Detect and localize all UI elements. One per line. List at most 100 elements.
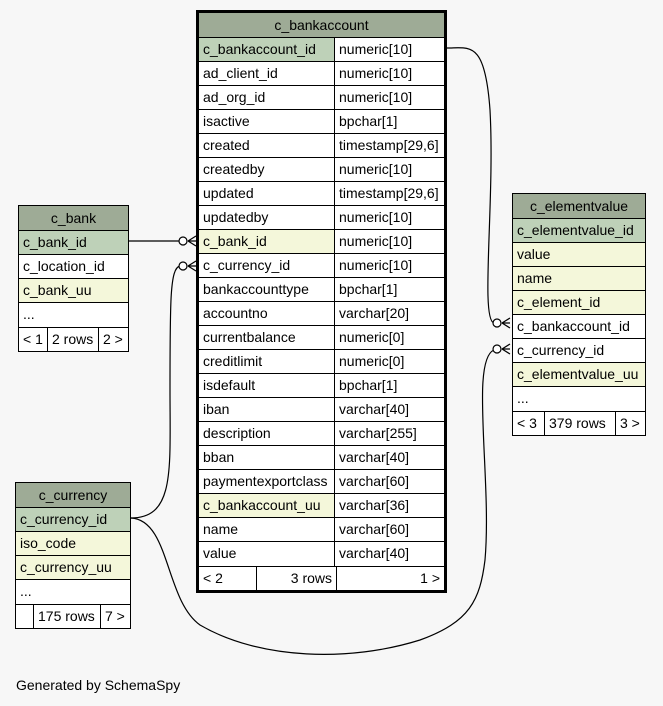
connector-currency-elementvalue bbox=[130, 349, 495, 655]
column-name: c_currency_uu bbox=[16, 556, 130, 579]
column-name: name bbox=[199, 518, 335, 541]
column-name: c_currency_id bbox=[199, 254, 335, 277]
column-name: creditlimit bbox=[199, 350, 335, 373]
column-type: bpchar[1] bbox=[339, 377, 398, 393]
column-type: bpchar[1] bbox=[339, 281, 398, 297]
table-row: iso_code bbox=[16, 532, 130, 556]
column-type: timestamp[29,6] bbox=[339, 137, 439, 153]
crowfoot-bankaccount-id bbox=[492, 317, 511, 329]
table-footer: < 1 2 rows 2 > bbox=[19, 327, 128, 351]
table-title: c_bank bbox=[19, 206, 128, 231]
table-row: c_elementvalue_id bbox=[513, 219, 645, 243]
column-name: currentbalance bbox=[199, 326, 335, 349]
column-name: value bbox=[199, 542, 335, 566]
column-name: ... bbox=[20, 583, 32, 599]
table-footer: < 3 379 rows 3 > bbox=[513, 411, 645, 435]
table-title: c_elementvalue bbox=[513, 194, 645, 219]
children-count: 3 > bbox=[620, 415, 640, 431]
column-type: numeric[10] bbox=[339, 233, 413, 249]
table-row: c_location_id bbox=[19, 255, 128, 279]
table-row: ... bbox=[19, 303, 128, 327]
column-name: ... bbox=[517, 390, 529, 406]
column-name: c_bankaccount_id bbox=[517, 318, 630, 334]
column-type: numeric[10] bbox=[339, 89, 413, 105]
children-count: 7 > bbox=[105, 608, 125, 624]
column-type: varchar[40] bbox=[339, 401, 410, 417]
column-name: bban bbox=[199, 446, 335, 469]
table-footer: < 2 3 rows 1 > bbox=[199, 566, 444, 590]
table-row: c_currency_id bbox=[513, 339, 645, 363]
row-count: 3 rows bbox=[257, 567, 337, 590]
column-type: varchar[60] bbox=[339, 473, 410, 489]
table-footer: 175 rows 7 > bbox=[16, 604, 130, 628]
column-type: bpchar[1] bbox=[339, 113, 398, 129]
table-row: c_element_id bbox=[513, 291, 645, 315]
column-type: varchar[60] bbox=[339, 521, 410, 537]
column-type: numeric[0] bbox=[339, 329, 405, 345]
column-name: ad_client_id bbox=[199, 62, 335, 85]
column-type: numeric[10] bbox=[339, 209, 413, 225]
parents-count: < 3 bbox=[513, 412, 545, 435]
column-name: bankaccounttype bbox=[199, 278, 335, 301]
table-row: c_elementvalue_uu bbox=[513, 363, 645, 387]
table-title: c_bankaccount bbox=[199, 13, 444, 38]
connector-currency-bankaccount bbox=[130, 265, 181, 519]
column-type: varchar[255] bbox=[339, 425, 417, 441]
table-row: c_bank_id bbox=[19, 231, 128, 255]
parents-count: < 1 bbox=[19, 328, 48, 351]
column-name: c_currency_id bbox=[517, 342, 605, 358]
column-name: description bbox=[199, 422, 335, 445]
table-row: name bbox=[513, 267, 645, 291]
column-name: ... bbox=[23, 306, 35, 322]
row-count: 175 rows bbox=[34, 605, 101, 628]
column-name: created bbox=[199, 134, 335, 157]
column-name: c_bankaccount_uu bbox=[199, 494, 335, 517]
column-name: paymentexportclass bbox=[199, 470, 335, 493]
column-name: c_bank_id bbox=[19, 231, 128, 254]
table-row: c_currency_uu bbox=[16, 556, 130, 580]
column-type: numeric[10] bbox=[339, 65, 413, 81]
column-name: ad_org_id bbox=[199, 86, 335, 109]
table-row: value bbox=[513, 243, 645, 267]
column-name: c_currency_id bbox=[16, 508, 130, 531]
table-row: c_currency_id bbox=[16, 508, 130, 532]
column-name: c_elementvalue_uu bbox=[513, 363, 645, 386]
column-type: timestamp[29,6] bbox=[339, 185, 439, 201]
parents-count bbox=[16, 605, 34, 628]
column-name: isactive bbox=[199, 110, 335, 133]
column-type: numeric[10] bbox=[339, 161, 413, 177]
generated-by-label: Generated by SchemaSpy bbox=[16, 677, 181, 693]
column-name: iso_code bbox=[16, 532, 130, 555]
table-row: ... bbox=[16, 580, 130, 604]
column-type: varchar[40] bbox=[339, 545, 410, 561]
children-count: 1 > bbox=[420, 570, 440, 586]
children-count: 2 > bbox=[103, 331, 123, 347]
column-type: numeric[0] bbox=[339, 353, 405, 369]
column-name: name bbox=[513, 267, 645, 290]
row-count: 379 rows bbox=[545, 412, 616, 435]
table-row: c_bankaccount_id bbox=[513, 315, 645, 339]
crowfoot-bank-id bbox=[178, 235, 197, 247]
